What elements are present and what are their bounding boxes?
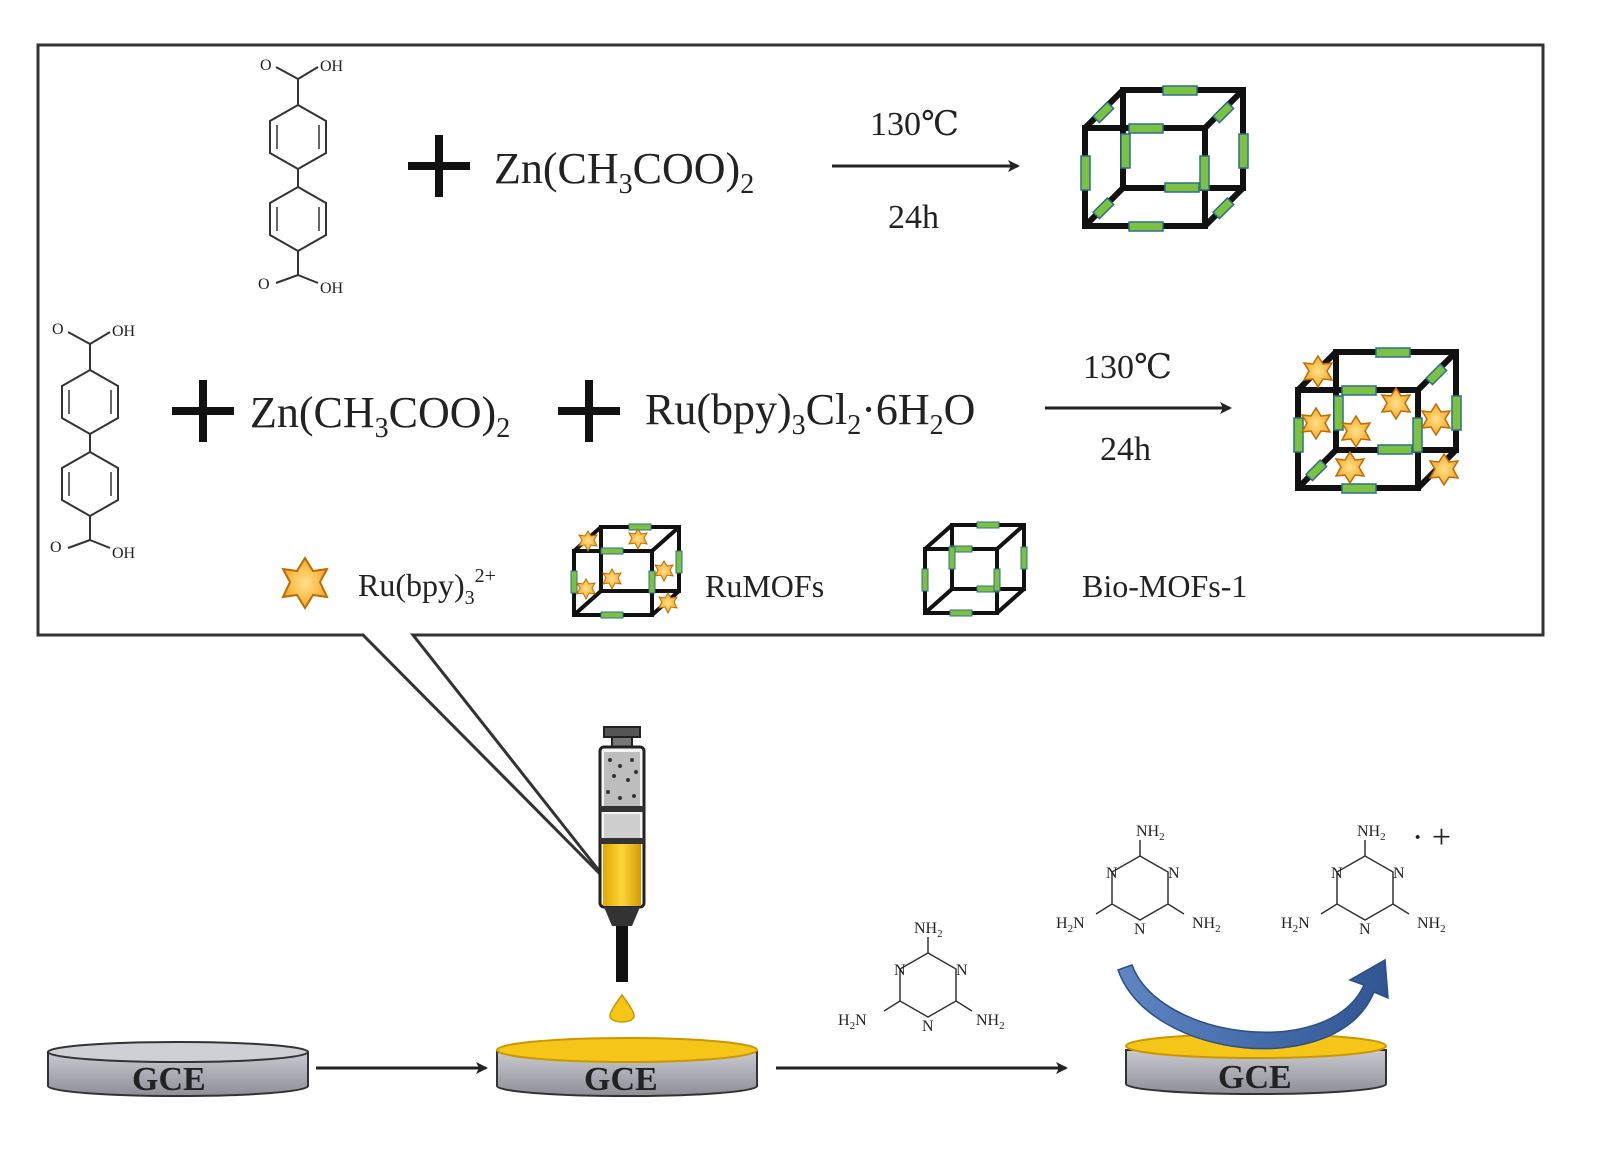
synthesis-callout-box <box>36 43 1545 884</box>
zinc-acetate-formula-1: Zn(CH3COO)2 <box>494 144 754 200</box>
melamine-molecule: N N N NH2 NH2 H2N <box>1056 823 1221 938</box>
oxidation-curved-arrow <box>1117 958 1389 1050</box>
zinc-acetate-formula-2: Zn(CH3COO)2 <box>250 388 510 444</box>
gce-label: GCE <box>132 1061 206 1098</box>
ligand-label-o: O <box>260 57 272 74</box>
ring-nitrogen: N <box>956 962 968 979</box>
ligand-label-oh: OH <box>112 545 136 562</box>
time-label-1: 24h <box>888 199 939 236</box>
ring-nitrogen: N <box>1393 865 1405 882</box>
temperature-label-1: 130℃ <box>870 106 959 143</box>
legend-ru-star-icon <box>281 556 329 610</box>
legend-bio-mofs-cube-icon <box>921 521 1028 617</box>
electrode-coated: GCE <box>496 1037 758 1098</box>
amine-label: H2N <box>1281 915 1310 935</box>
ring-nitrogen: N <box>922 1018 934 1035</box>
melamine-molecule: N N N NH2 NH2 H2N <box>838 920 1005 1035</box>
legend-ru-bpy-label: Ru(bpy)32+ <box>358 565 496 609</box>
ligand-label-o: O <box>258 276 270 293</box>
amine-label: NH2 <box>1192 915 1221 935</box>
ring-nitrogen: N <box>1168 865 1180 882</box>
plus-sign <box>172 380 234 442</box>
electrode-bare: GCE <box>47 1041 309 1098</box>
rumofs-cube-icon <box>1293 347 1462 494</box>
gce-label: GCE <box>1218 1059 1292 1096</box>
legend-rumofs-cube-icon <box>570 523 683 619</box>
amine-label: NH2 <box>1136 823 1165 843</box>
legend-bio-mofs-label: Bio-MOFs-1 <box>1082 568 1247 604</box>
amine-label: NH2 <box>914 920 943 940</box>
ligand-label-oh: OH <box>112 323 136 340</box>
ligand-label-o: O <box>50 539 62 556</box>
time-label-2: 24h <box>1100 431 1151 468</box>
plus-sign <box>408 135 470 197</box>
biphenyl-dicarboxylic-acid-ligand-2: O OH O OH <box>50 321 136 562</box>
ligand-label-o: O <box>52 321 64 338</box>
ring-nitrogen: N <box>894 962 906 979</box>
plus-sign <box>558 380 620 442</box>
radical-cation-symbol: · + <box>1412 819 1451 856</box>
ligand-label-oh: OH <box>320 58 344 75</box>
amine-label: NH2 <box>1357 823 1386 843</box>
amine-label: NH2 <box>976 1012 1005 1032</box>
amine-label: H2N <box>838 1012 867 1032</box>
ring-nitrogen: N <box>1106 865 1118 882</box>
ring-nitrogen: N <box>1359 921 1371 938</box>
ligand-label-oh: OH <box>320 280 344 297</box>
bio-mofs-1-cube-icon <box>1080 85 1249 232</box>
gce-label: GCE <box>584 1061 658 1098</box>
ru-bpy-chloride-formula: Ru(bpy)3Cl2·6H2O <box>645 385 975 441</box>
syringe-icon <box>598 726 646 1023</box>
ring-nitrogen: N <box>1134 921 1146 938</box>
biphenyl-dicarboxylic-acid-ligand-1: O OH O OH <box>258 57 344 297</box>
amine-label: NH2 <box>1417 915 1446 935</box>
melamine-radical-cation: N N N NH2 NH2 H2N <box>1281 823 1446 938</box>
amine-label: H2N <box>1056 915 1085 935</box>
ring-nitrogen: N <box>1331 865 1343 882</box>
temperature-label-2: 130℃ <box>1083 349 1172 386</box>
legend-rumofs-label: RuMOFs <box>705 568 824 604</box>
